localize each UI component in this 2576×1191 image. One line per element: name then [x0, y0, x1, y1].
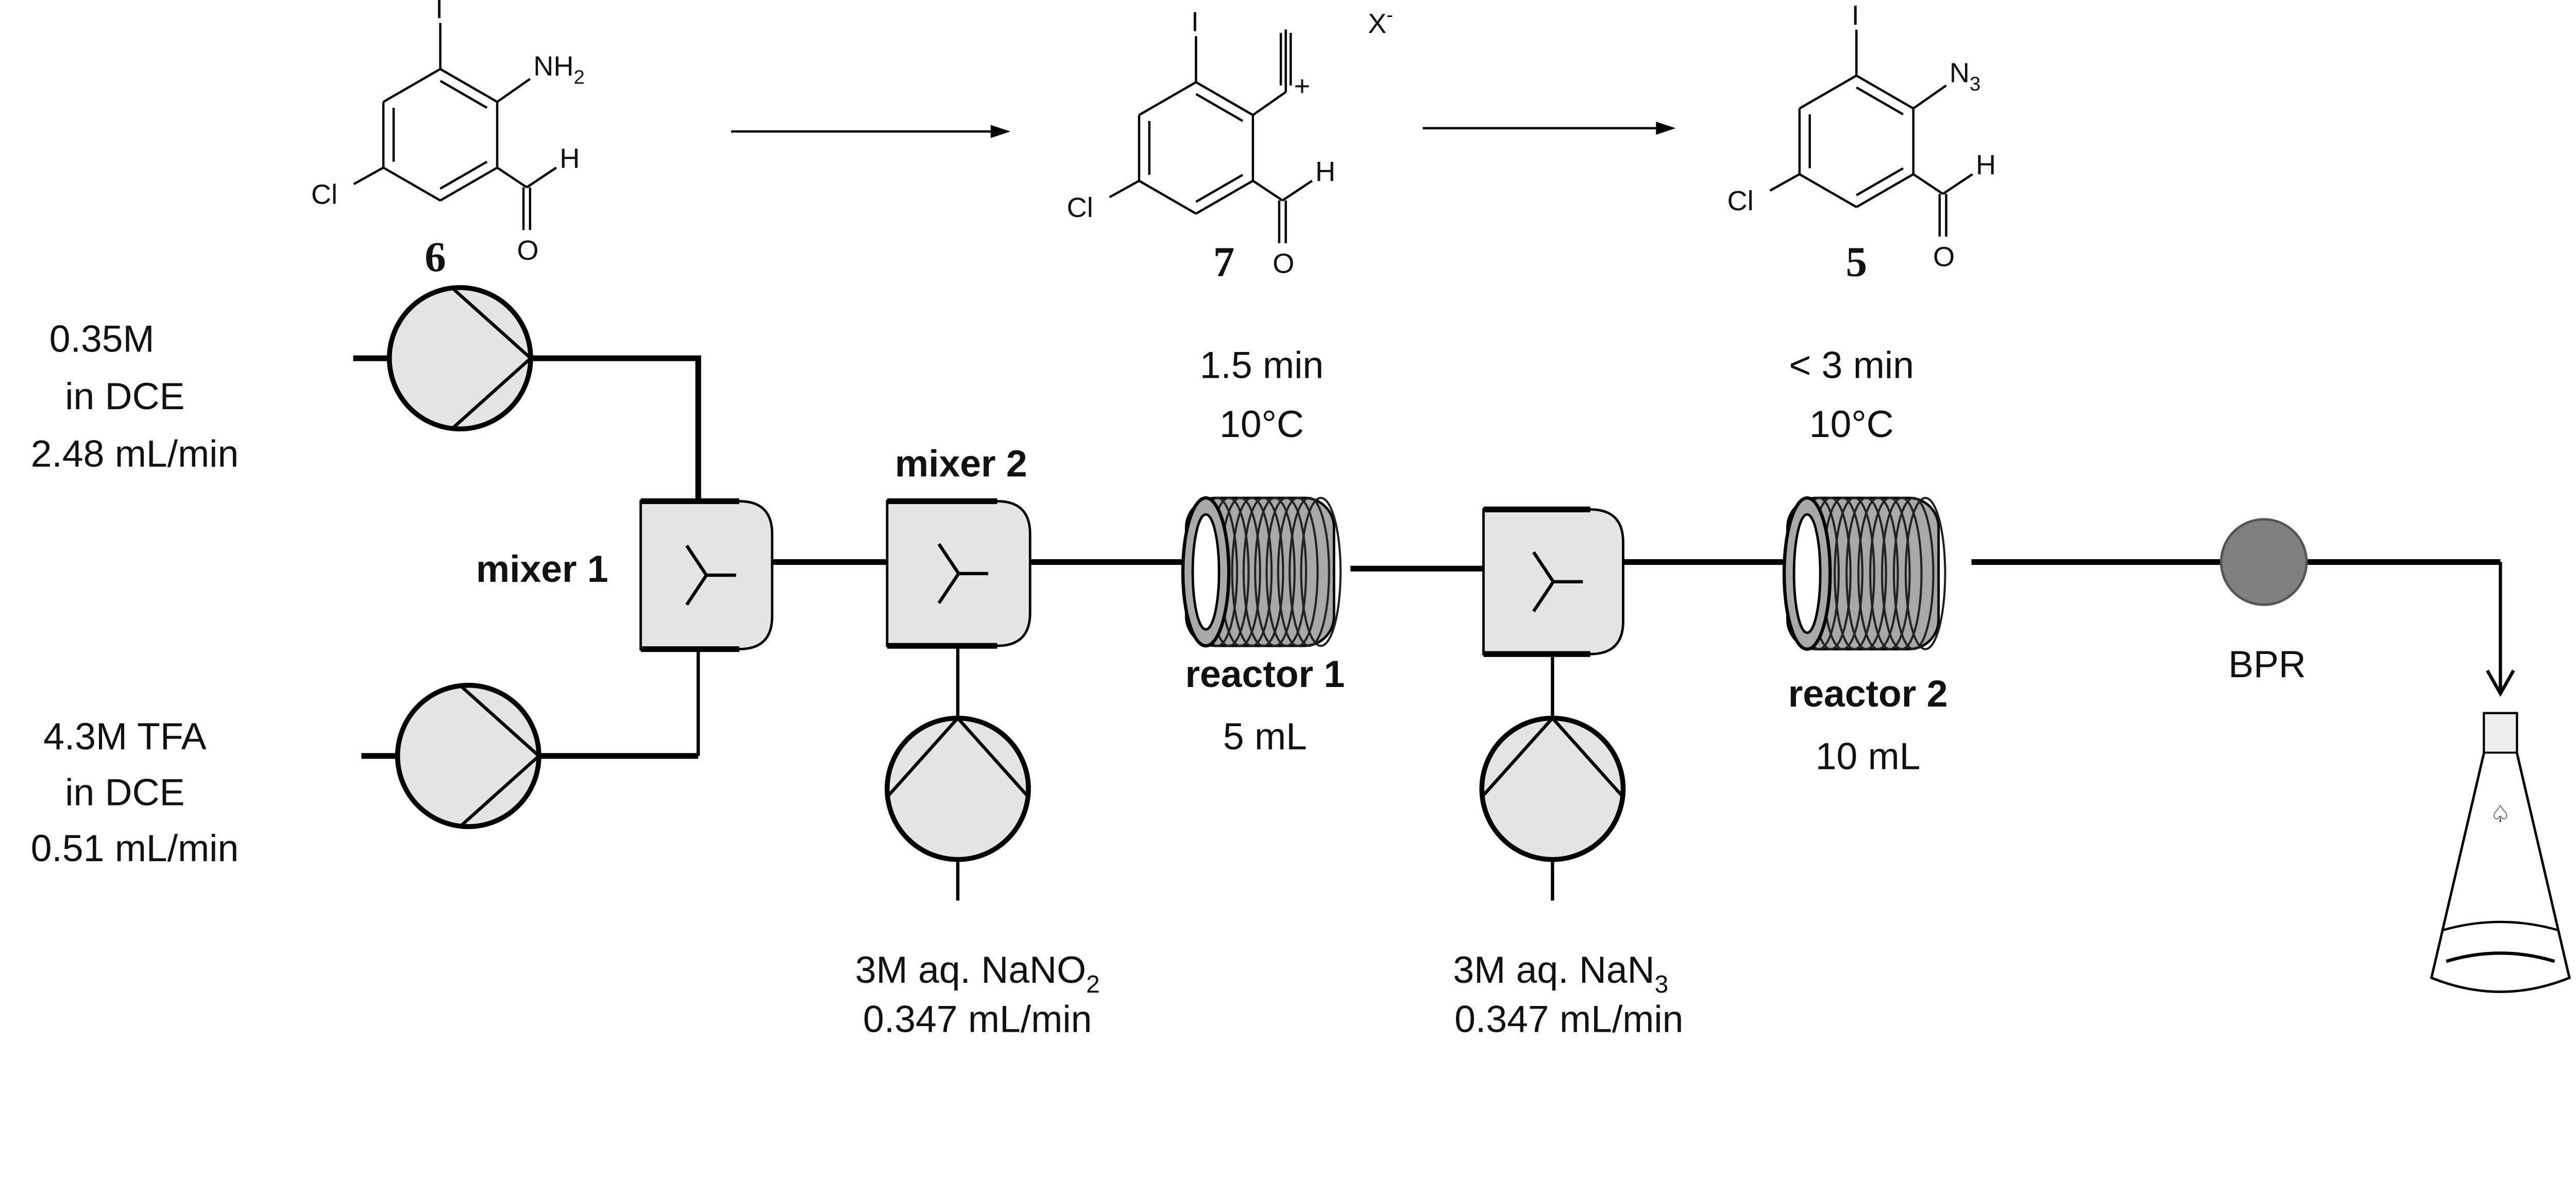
compound-number: 6: [425, 233, 446, 280]
reaction-arrow: [731, 125, 1011, 138]
atom-label: O: [1933, 242, 1955, 273]
feed3-reagent-text: 3M aq. NaNO: [855, 949, 1086, 991]
pump-icon: [395, 682, 541, 829]
reaction-arrow: [1422, 121, 1676, 135]
atom-label: NH2: [533, 51, 585, 89]
feed3-subscript: 2: [1086, 971, 1100, 998]
atom-label: Cl: [1727, 186, 1754, 216]
mixer1-label: mixer 1: [476, 548, 608, 590]
pump-icon: [386, 285, 533, 432]
reactor2-time: < 3 min: [1789, 344, 1914, 386]
feed4-rate: 0.347 mL/min: [1454, 998, 1683, 1034]
atom-label: Cl: [1067, 192, 1093, 223]
atom-label: I: [1852, 0, 1859, 31]
counterion-label: X-: [1368, 4, 1393, 39]
feed1-rate: 2.48 mL/min: [31, 433, 239, 475]
atom-label: I: [1191, 7, 1199, 38]
feed4-reagent-text: 3M aq. NaN: [1453, 949, 1654, 991]
mixer-icon: [639, 498, 774, 652]
atom-label: H: [560, 143, 580, 174]
coil-reactor-icon: [1782, 496, 1946, 651]
reactor2-volume: 10 mL: [1816, 735, 1921, 777]
stir-bar-icon: ♤: [2490, 801, 2511, 827]
reactor1-name: reactor 1: [1185, 653, 1345, 695]
atom-label: O: [1273, 248, 1294, 279]
mixer2-label: mixer 2: [895, 443, 1027, 485]
pump-icon: [1479, 715, 1626, 862]
feed4-subscript: 3: [1655, 971, 1669, 998]
compound-number: 5: [1846, 238, 1867, 286]
back-pressure-regulator: [2219, 518, 2308, 606]
atom-label: H: [1976, 149, 1996, 180]
atom-label: O: [517, 235, 538, 266]
feed2-concentration: 4.3M TFA: [43, 715, 207, 758]
feed3-reagent: 3M aq. NaNO2: [855, 949, 1100, 998]
bpr-label: BPR: [2228, 643, 2306, 685]
pump-icon: [885, 715, 1031, 862]
collection-flask: ♤: [2430, 712, 2571, 993]
mixer-icon: [1482, 506, 1624, 657]
atom-label: H: [1315, 156, 1335, 187]
reactor1-time: 1.5 min: [1200, 344, 1324, 386]
coil-reactor-icon: [1181, 496, 1342, 648]
atom-label: I: [435, 0, 443, 24]
charge-label: +: [1294, 71, 1311, 102]
mixer-icon: [886, 498, 1031, 649]
atom-label: Cl: [311, 179, 337, 210]
reactor1-temp: 10°C: [1219, 403, 1304, 445]
feed2-rate: 0.51 mL/min: [31, 827, 239, 869]
reactor2-temp: 10°C: [1809, 403, 1894, 445]
molecule-structure: I + X- Cl H O: [1067, 4, 1393, 279]
feed3-rate: 0.347 mL/min: [863, 998, 1092, 1034]
feed2-solvent: in DCE: [65, 771, 184, 813]
atom-label: N3: [1950, 57, 1980, 95]
reactor1-volume: 5 mL: [1223, 715, 1307, 758]
reactor2-name: reactor 2: [1788, 673, 1948, 715]
feed1-concentration: 0.35M: [49, 317, 155, 360]
feed1-solvent: in DCE: [65, 375, 184, 417]
feed4-reagent: 3M aq. NaN3: [1453, 949, 1668, 998]
compound-number: 7: [1213, 238, 1234, 286]
